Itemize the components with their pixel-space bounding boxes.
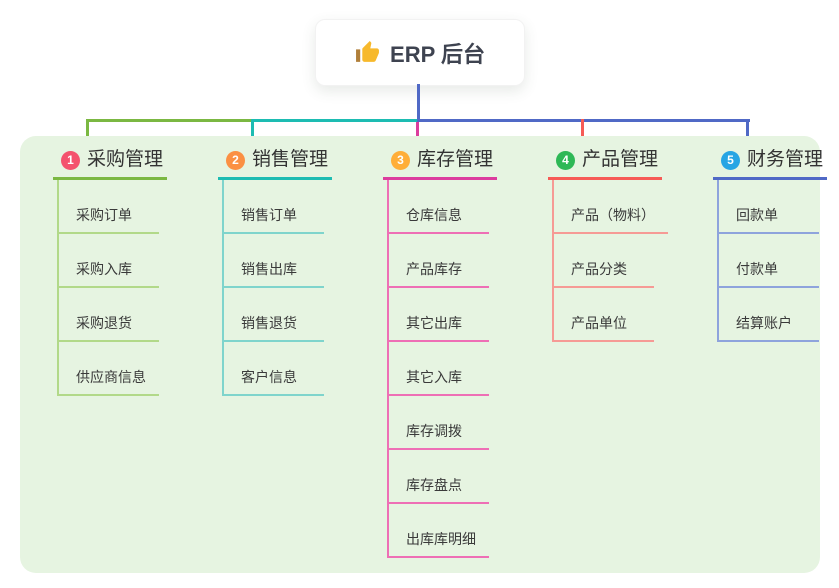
- branch-label: 财务管理: [747, 149, 824, 170]
- tree-node[interactable]: 产品库存: [389, 234, 489, 288]
- tree-node[interactable]: 产品单位: [554, 288, 654, 342]
- branch-header-inventory[interactable]: 3 库存管理: [383, 149, 498, 180]
- mindmap-panel: 1 采购管理 采购订单 采购入库 采购退货 供应商信息 2 销售管理 销售订单 …: [20, 136, 828, 573]
- branch-children-product: 产品（物料） 产品分类 产品单位: [552, 180, 668, 342]
- branch-header-sales[interactable]: 2 销售管理: [218, 149, 333, 180]
- branch-children-sales: 销售订单 销售出库 销售退货 客户信息: [222, 180, 324, 396]
- connector-drop-purchase: [86, 119, 89, 147]
- branch-inventory: 3 库存管理 仓库信息 产品库存 其它出库 其它入库 库存调拨 库存盘点 出库库…: [383, 150, 548, 558]
- tree-node[interactable]: 产品分类: [554, 234, 654, 288]
- tree-node[interactable]: 其它入库: [389, 342, 489, 396]
- tree-node[interactable]: 产品（物料）: [554, 180, 668, 234]
- branch-header-finance[interactable]: 5 财务管理: [713, 149, 828, 180]
- tree-node[interactable]: 回款单: [719, 180, 819, 234]
- tree-node[interactable]: 销售退货: [224, 288, 324, 342]
- connector-drop-inventory: [416, 122, 419, 147]
- branch-number-badge: 4: [556, 150, 575, 170]
- connector-bus-mid: [252, 119, 419, 122]
- thumbs-up-icon: [356, 41, 379, 62]
- branch-children-purchase: 采购订单 采购入库 采购退货 供应商信息: [57, 180, 159, 396]
- tree-node[interactable]: 结算账户: [719, 288, 819, 342]
- branch-children-inventory: 仓库信息 产品库存 其它出库 其它入库 库存调拨 库存盘点 出库库明细: [387, 180, 489, 558]
- tree-node[interactable]: 付款单: [719, 234, 819, 288]
- tree-node[interactable]: 销售出库: [224, 234, 324, 288]
- branch-header-purchase[interactable]: 1 采购管理: [53, 149, 168, 180]
- tree-node[interactable]: 客户信息: [224, 342, 324, 396]
- root-node[interactable]: ERP 后台: [315, 19, 525, 86]
- branch-number-badge: 2: [226, 150, 245, 170]
- connector-drop-product: [581, 119, 584, 147]
- branch-number-badge: 3: [391, 150, 410, 170]
- tree-node[interactable]: 库存盘点: [389, 450, 489, 504]
- connector-drop-finance: [746, 119, 749, 147]
- connector-drop-sales: [251, 119, 254, 147]
- tree-node[interactable]: 采购入库: [59, 234, 159, 288]
- branch-number-badge: 5: [721, 150, 740, 170]
- branch-sales: 2 销售管理 销售订单 销售出库 销售退货 客户信息: [218, 150, 383, 396]
- branch-label: 采购管理: [87, 149, 164, 170]
- tree-node[interactable]: 其它出库: [389, 288, 489, 342]
- branch-label: 销售管理: [252, 149, 329, 170]
- tree-node[interactable]: 出库库明细: [389, 504, 489, 558]
- connector-root-drop: [417, 84, 420, 122]
- tree-node[interactable]: 库存调拨: [389, 396, 489, 450]
- connector-bus-left: [87, 119, 254, 122]
- root-node-label: ERP 后台: [390, 41, 485, 67]
- tree-node[interactable]: 采购订单: [59, 180, 159, 234]
- branch-number-badge: 1: [61, 150, 80, 170]
- branch-product: 4 产品管理 产品（物料） 产品分类 产品单位: [548, 150, 713, 342]
- branch-finance: 5 财务管理 回款单 付款单 结算账户: [713, 150, 839, 342]
- tree-node[interactable]: 供应商信息: [59, 342, 159, 396]
- branch-label: 库存管理: [417, 149, 494, 170]
- tree-node[interactable]: 销售订单: [224, 180, 324, 234]
- tree-node[interactable]: 采购退货: [59, 288, 159, 342]
- branch-purchase: 1 采购管理 采购订单 采购入库 采购退货 供应商信息: [53, 150, 218, 396]
- tree-node[interactable]: 仓库信息: [389, 180, 489, 234]
- branch-header-product[interactable]: 4 产品管理: [548, 149, 663, 180]
- branch-label: 产品管理: [582, 149, 659, 170]
- branch-children-finance: 回款单 付款单 结算账户: [717, 180, 819, 342]
